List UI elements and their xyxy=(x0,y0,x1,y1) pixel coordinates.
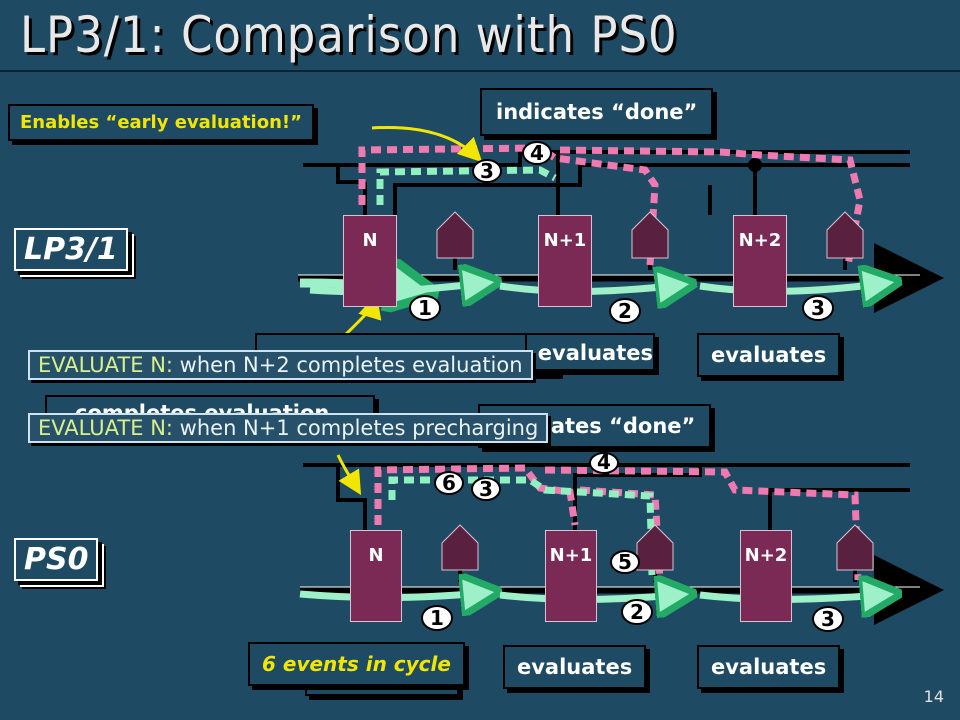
lp31-stage-n-label: N xyxy=(362,230,378,251)
lp31-stage-n1: N+1 xyxy=(538,215,592,307)
lp31-gate-shapes xyxy=(436,211,864,259)
ps0-stage-n1-label: N+1 xyxy=(549,545,593,566)
lp31-pink-path xyxy=(358,144,864,266)
ps0-event-1: 1 xyxy=(430,606,444,630)
ps0-badge: PS0 xyxy=(14,538,99,581)
lp31-stage-n2-label: N+2 xyxy=(738,230,782,251)
evaluate-overlay-1-label: EVALUATE N: xyxy=(38,353,173,377)
ps0-event-2: 2 xyxy=(630,600,644,624)
lp31-event-3b: 3 xyxy=(480,159,494,183)
lp31-event-2: 2 xyxy=(618,299,632,323)
ps0-event-6: 6 xyxy=(442,471,456,495)
evaluate-overlay-2-label: EVALUATE N: xyxy=(38,416,173,440)
ps0-event-3b: 3 xyxy=(479,477,493,501)
ps0-stage-n2-label: N+2 xyxy=(744,545,788,566)
ps0-stage-n: N xyxy=(350,530,402,622)
evaluate-overlay-1: EVALUATE N: when N+2 completes evaluatio… xyxy=(28,350,533,380)
title-divider xyxy=(0,70,960,72)
evaluate-overlay-2: EVALUATE N: when N+1 completes prechargi… xyxy=(28,413,549,443)
lp31-junction-dot xyxy=(748,158,762,172)
lp31-event-3: 3 xyxy=(811,296,825,320)
ps0-green-path xyxy=(388,476,656,576)
ps0-stage-n-label: N xyxy=(368,545,384,566)
ps0-datapath xyxy=(300,555,944,625)
early-evaluation-callout: Enables “early evaluation!” xyxy=(8,104,314,141)
lp31-event-4: 4 xyxy=(530,141,544,165)
lp31-event-1: 1 xyxy=(418,296,432,320)
lp31-stage-n: N xyxy=(343,215,397,307)
page-number: 14 xyxy=(923,687,944,706)
cycle-note-callout: 6 events in cycle xyxy=(248,642,465,686)
evaluate-overlay-2-text: when N+1 completes precharging xyxy=(172,416,539,440)
lp31-green-path xyxy=(376,166,557,205)
lp31-badge: LP3/1 xyxy=(14,228,128,271)
ps0-event-4: 4 xyxy=(597,450,611,474)
ps0-event-5: 5 xyxy=(618,550,632,574)
lp31-under-right: evaluates xyxy=(697,333,841,377)
lp31-event-markers xyxy=(409,141,834,324)
ps0-gate-shapes xyxy=(441,524,874,571)
slide-title: LP3/1: Comparison with PS0 xyxy=(20,6,678,64)
ps0-stage-n1: N+1 xyxy=(545,530,597,622)
lp31-stage-n2: N+2 xyxy=(733,215,787,307)
lp31-done-callout: indicates “done” xyxy=(480,88,714,136)
ps0-under-right: evaluates xyxy=(697,645,841,689)
evaluate-overlay-1-text: when N+2 completes evaluation xyxy=(172,353,523,377)
lp31-stage-n1-label: N+1 xyxy=(543,230,587,251)
ps0-stage-n2: N+2 xyxy=(740,530,792,622)
ps0-under-mid: evaluates xyxy=(503,645,647,689)
lp31-under-mid: evaluates xyxy=(525,333,655,371)
ps0-event-3: 3 xyxy=(821,607,835,631)
ps0-event-markers xyxy=(421,452,844,632)
